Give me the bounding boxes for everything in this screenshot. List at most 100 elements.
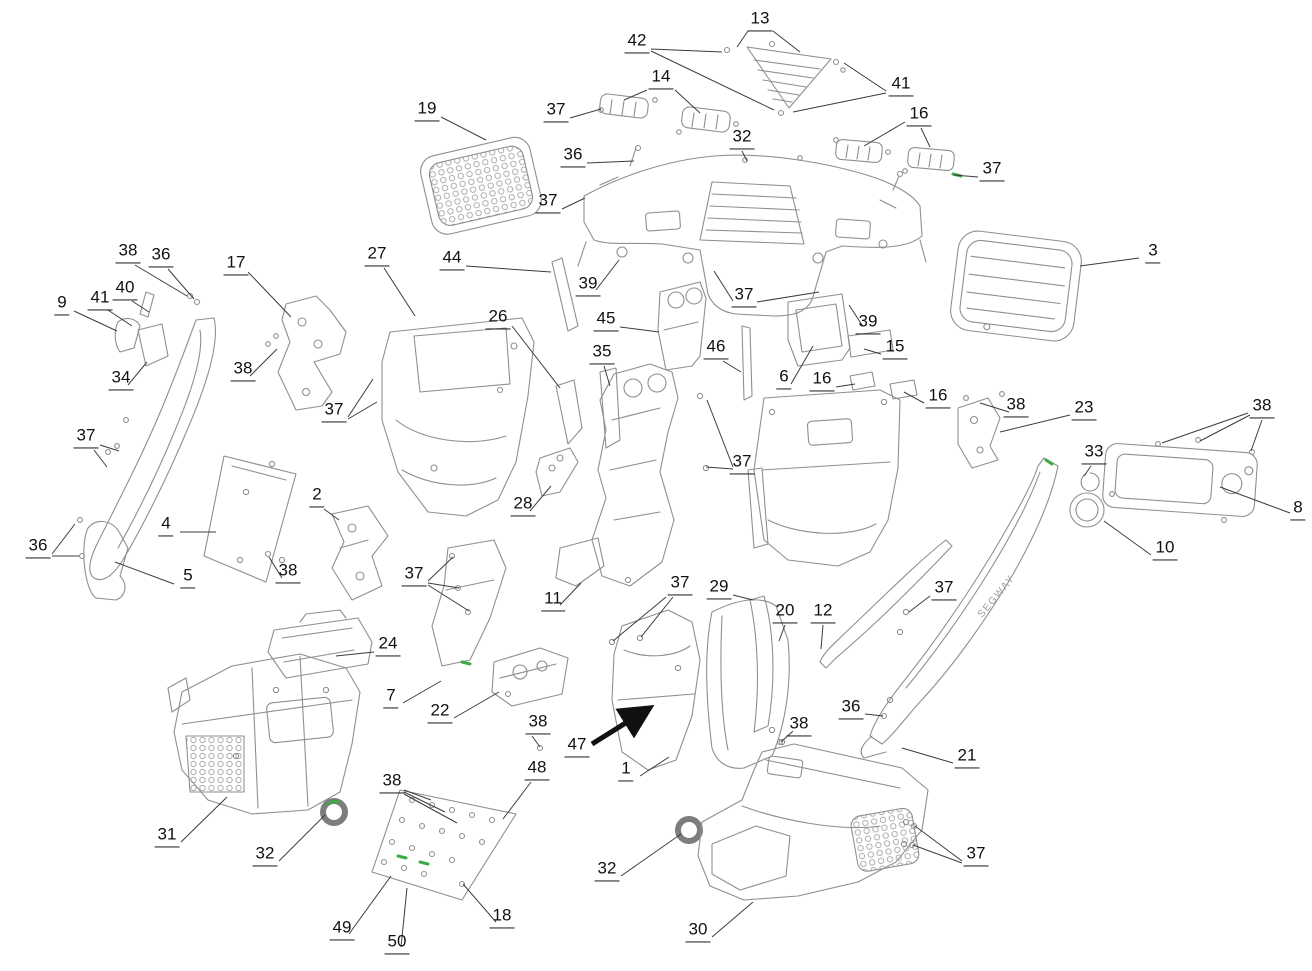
part-28-bracket xyxy=(535,447,579,497)
part-30-floor-board xyxy=(697,726,929,901)
leader-line-14 xyxy=(623,89,648,101)
leader-line-18 xyxy=(462,883,497,923)
leader-line-37 xyxy=(612,596,667,642)
leader-line-38 xyxy=(780,730,794,743)
leader-line-37 xyxy=(427,582,460,589)
leader-line-37 xyxy=(347,401,378,420)
leader-line-15 xyxy=(863,348,882,355)
leader-line-38 xyxy=(1199,414,1251,442)
leader-line-46 xyxy=(722,360,742,373)
leader-line-16 xyxy=(903,391,925,404)
leader-line-40 xyxy=(131,300,150,313)
leader-line-37 xyxy=(569,108,602,119)
leader-line-31 xyxy=(180,796,228,843)
leader-line-37 xyxy=(706,399,734,468)
fastener-screws-misc xyxy=(458,712,918,888)
leader-line-34 xyxy=(127,361,148,386)
leader-line-45 xyxy=(619,326,660,333)
part-8-tail-panel xyxy=(1102,437,1258,523)
part-14-vents xyxy=(598,93,739,135)
part-29-trim-strip xyxy=(749,595,774,733)
part-11-center-console xyxy=(555,363,710,587)
leader-line-38 xyxy=(1161,412,1249,444)
leader-line-37 xyxy=(705,466,734,470)
leader-line-38 xyxy=(531,735,541,748)
leader-line-32 xyxy=(278,814,326,862)
leader-line-36 xyxy=(586,160,635,164)
leader-line-50 xyxy=(400,887,408,948)
leader-line-37 xyxy=(561,197,586,210)
part-13-top-grille xyxy=(723,40,846,117)
part-2-bracket xyxy=(331,505,389,601)
part-22-mount-assembly xyxy=(491,647,569,707)
part-15-plate xyxy=(847,329,894,358)
part-16-vents xyxy=(833,137,963,178)
leader-line-41 xyxy=(792,92,887,113)
part-27-door-panel xyxy=(381,317,535,517)
leader-line-38 xyxy=(249,348,278,377)
leader-line-6 xyxy=(790,345,814,385)
part-45-bracket-panel xyxy=(657,281,707,371)
leader-line-38 xyxy=(268,556,283,579)
part-23-bracket xyxy=(957,391,1005,469)
part-46-trim-strip xyxy=(741,325,753,401)
leader-line-19 xyxy=(440,116,487,141)
leader-line-2 xyxy=(323,508,340,521)
leader-line-1 xyxy=(639,756,670,777)
part-9-40-41-34-small-brackets xyxy=(114,291,201,367)
leader-line-16 xyxy=(835,383,856,388)
leader-line-28 xyxy=(529,485,552,512)
leader-line-30 xyxy=(711,901,754,938)
leader-line-48 xyxy=(502,781,532,820)
leader-line-37 xyxy=(93,449,108,468)
leader-line-44 xyxy=(465,265,552,273)
leader-line-23 xyxy=(999,414,1071,433)
leader-line-37 xyxy=(953,174,979,178)
leader-line-20 xyxy=(778,624,786,642)
part-33-retainer-ring xyxy=(1080,472,1100,492)
leader-line-16 xyxy=(863,121,906,147)
leader-line-37 xyxy=(640,596,674,638)
leader-line-10 xyxy=(1103,520,1152,556)
part-7-bracket-panel xyxy=(431,539,507,667)
leader-line-49 xyxy=(348,875,392,935)
part-6-bracket xyxy=(787,293,851,367)
leader-line-37 xyxy=(756,291,820,303)
part-rear-quarter-panel xyxy=(747,389,901,567)
leader-line-32 xyxy=(741,150,748,162)
leader-line-37 xyxy=(427,584,470,612)
leader-line-36 xyxy=(167,268,195,300)
leader-line-22 xyxy=(453,691,500,719)
part-12-roll-bar-rail xyxy=(819,539,953,669)
leader-line-13 xyxy=(772,30,801,53)
leader-line-37 xyxy=(427,556,454,582)
part-20-rear-pillar-panel xyxy=(706,599,790,769)
leader-line-39 xyxy=(848,304,863,326)
leader-line-17 xyxy=(247,271,292,318)
part-32-grommets xyxy=(320,798,703,844)
leader-line-37 xyxy=(908,595,931,613)
leader-line-16 xyxy=(920,127,931,148)
part-16-small-plates xyxy=(849,371,918,400)
leader-line-38 xyxy=(979,402,1010,413)
leader-line-42 xyxy=(650,48,723,53)
part-1-side-cover xyxy=(608,609,701,771)
leader-line-39 xyxy=(595,259,620,291)
part-24-lid xyxy=(267,609,373,679)
leader-line-9 xyxy=(73,310,118,332)
leader-line-37 xyxy=(713,270,734,302)
leader-line-42 xyxy=(650,50,775,111)
leader-line-38 xyxy=(1250,419,1263,452)
leader-line-8 xyxy=(1219,486,1291,514)
leader-line-41 xyxy=(107,309,133,327)
leader-line-7 xyxy=(402,680,442,704)
leader-line-37 xyxy=(347,378,374,418)
leader-line-12 xyxy=(820,624,824,650)
part-18-skid-plate xyxy=(371,789,517,901)
leader-line-37 xyxy=(914,825,963,862)
leader-line-41 xyxy=(843,62,887,92)
leader-line-13 xyxy=(736,30,749,48)
part-10-grommet-ring xyxy=(1069,492,1105,528)
leader-line-33 xyxy=(1083,465,1092,477)
